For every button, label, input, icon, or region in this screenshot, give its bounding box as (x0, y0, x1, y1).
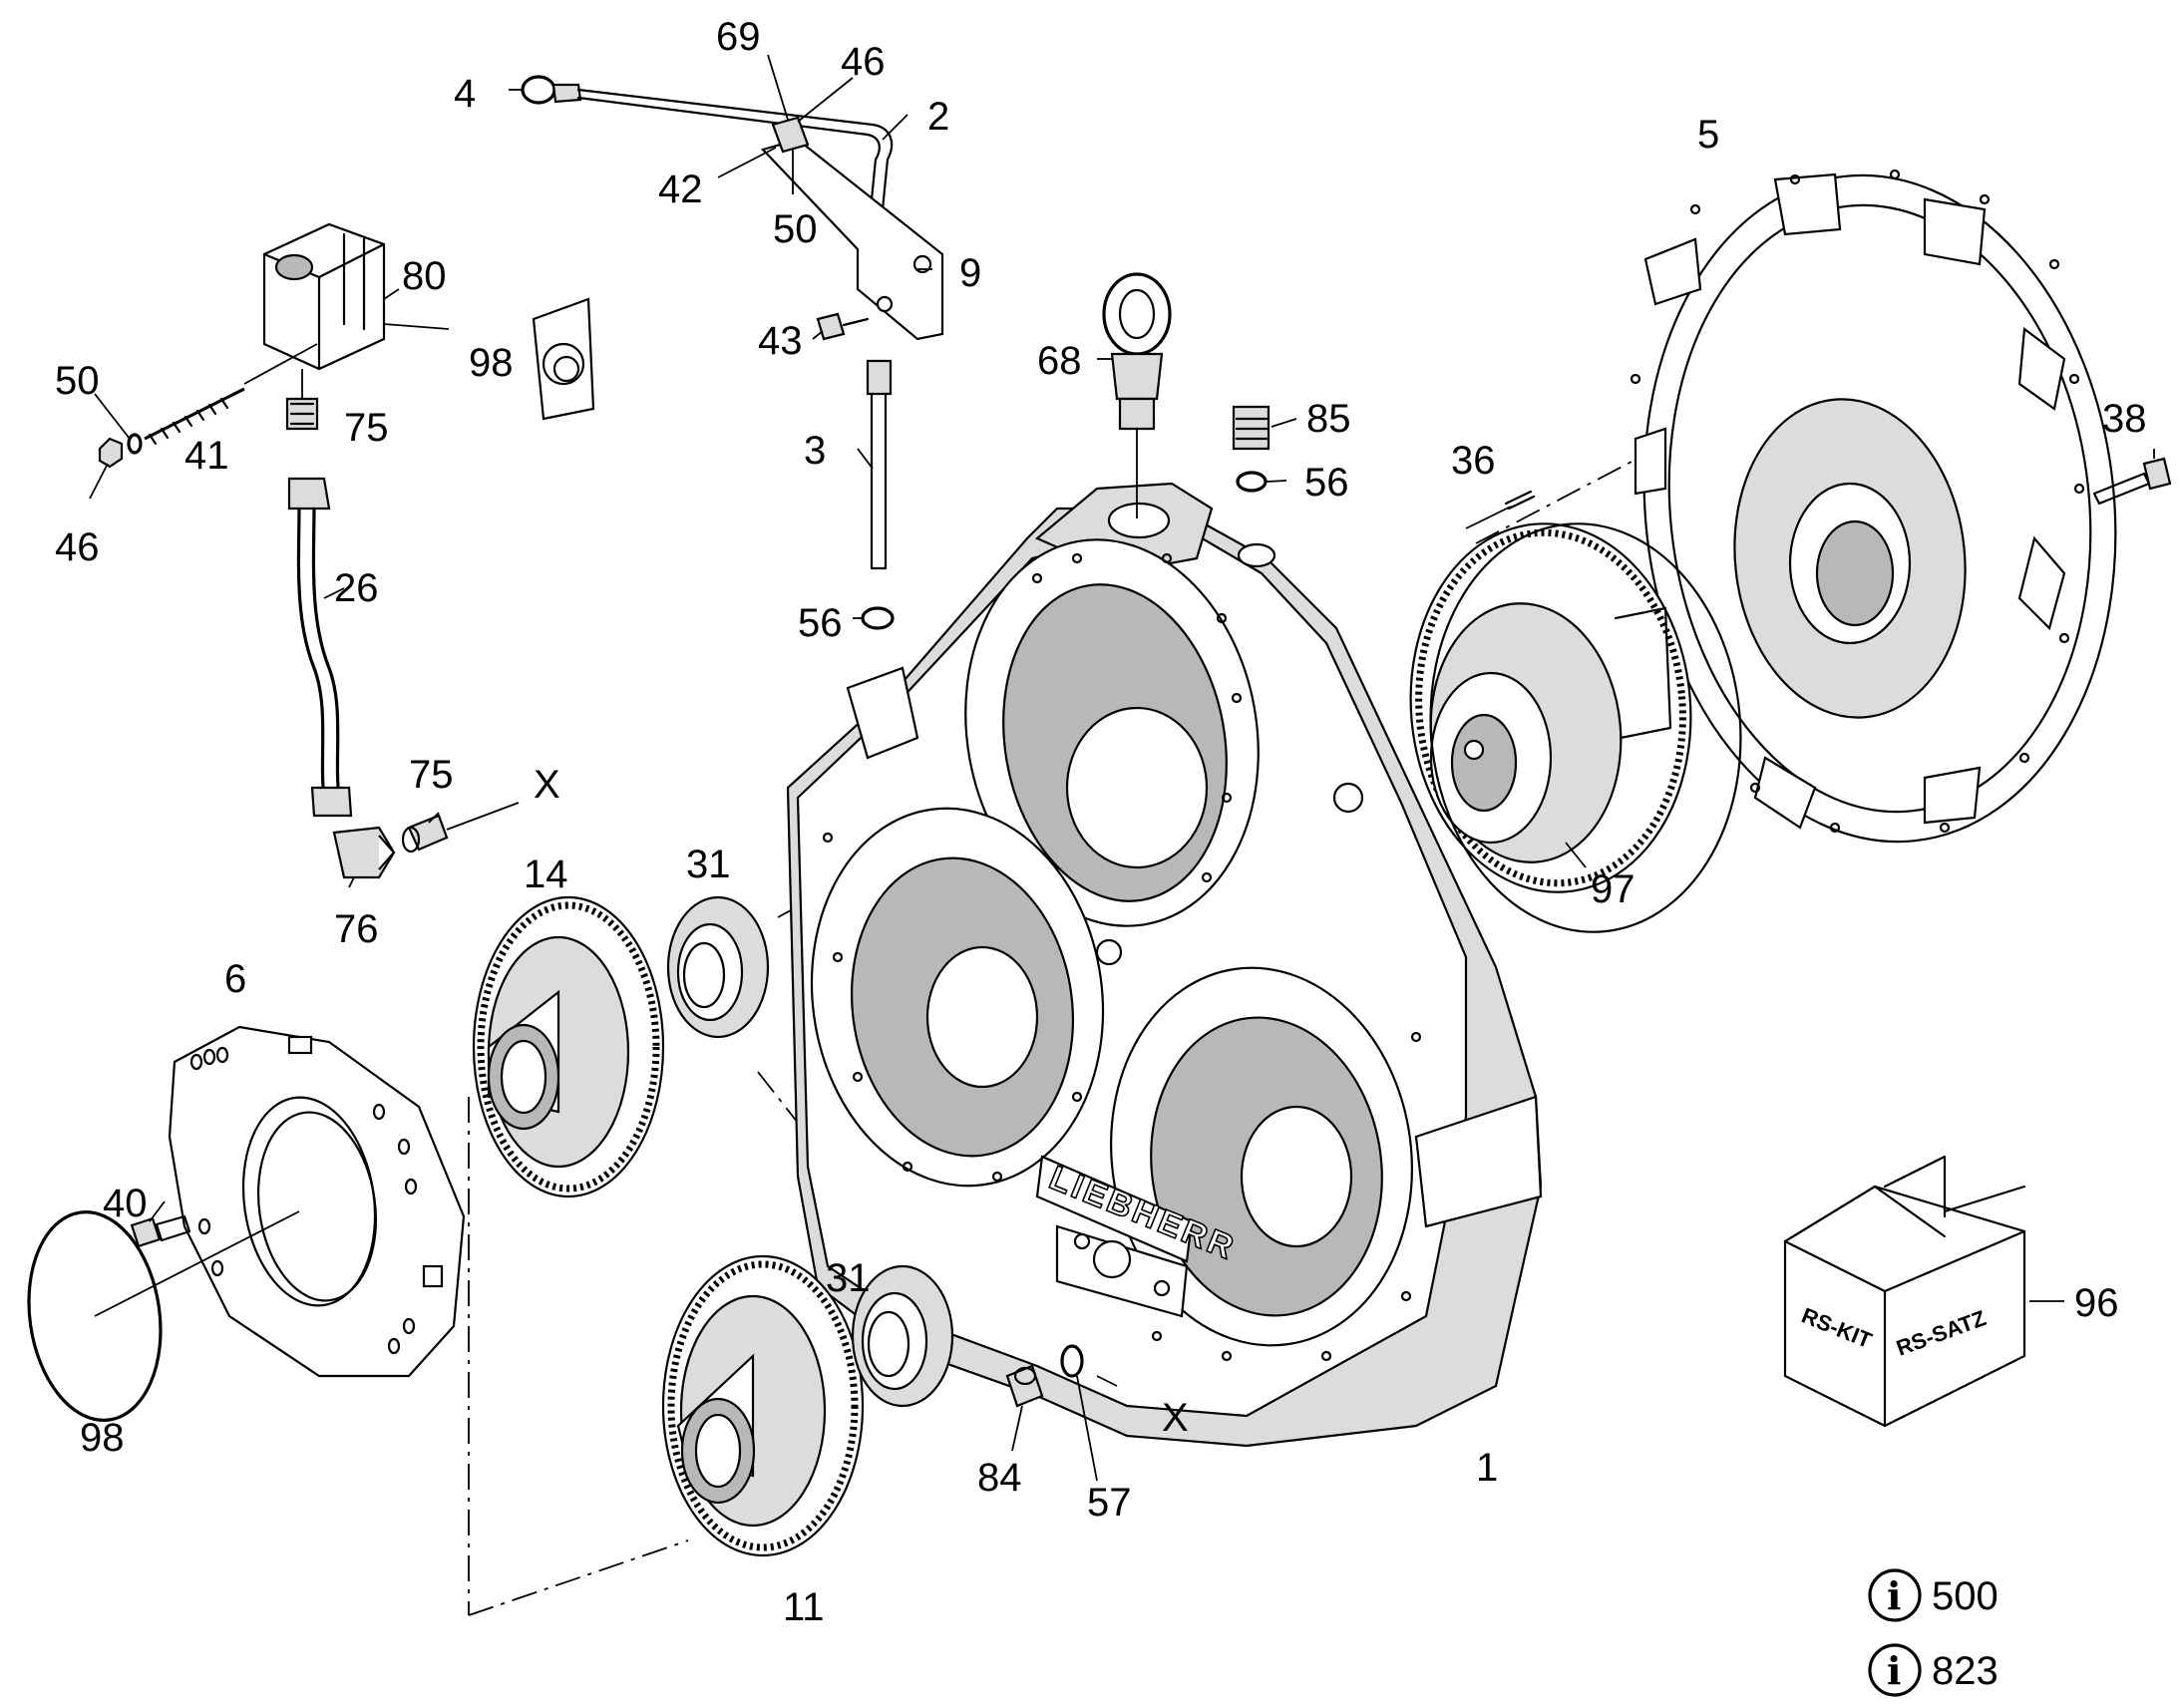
upper-cone-gear (472, 895, 665, 1198)
clamp-69 (771, 116, 810, 154)
info-reference-value: 823 (1932, 1649, 1998, 1693)
pipe-26 (287, 477, 353, 818)
bolt-38 (2092, 457, 2172, 506)
elbow-76 (332, 826, 396, 879)
callout-85: 85 (1306, 397, 1351, 441)
o-ring-56-right (1236, 471, 1268, 493)
callout-75-lower: 75 (409, 753, 454, 797)
flange-plate (168, 1025, 466, 1378)
info-reference-value: 500 (1932, 1574, 1998, 1618)
callout-96: 96 (2074, 1281, 2119, 1325)
callout-69: 69 (716, 15, 761, 59)
eye-bolt-68 (1102, 272, 1172, 518)
callout-98-upper: 98 (469, 341, 514, 385)
callout-41: 41 (184, 434, 229, 478)
callout-x-upper: X (534, 763, 560, 807)
callout-57: 57 (1087, 1481, 1132, 1525)
upper-bearing (666, 895, 770, 1039)
callout-43: 43 (758, 319, 803, 363)
callout-26: 26 (334, 566, 379, 610)
callout-56-right: 56 (1304, 461, 1349, 505)
callout-50-top: 50 (773, 207, 818, 251)
seal-kit-bag (532, 297, 595, 421)
callout-9: 9 (959, 251, 981, 295)
info-icon (1868, 1643, 1922, 1697)
callout-80: 80 (402, 254, 447, 298)
callout-numbers: 1 2 3 4 5 6 9 11 14 26 31 31 36 38 40 41… (55, 15, 2147, 1629)
callout-46-left: 46 (55, 525, 100, 569)
callout-3: 3 (804, 429, 826, 473)
callout-76: 76 (334, 907, 379, 951)
set-screw-36 (1504, 490, 1536, 511)
valve-block (262, 222, 386, 371)
callout-50-left: 50 (55, 359, 100, 403)
callout-42: 42 (658, 168, 703, 211)
union-75-lower (401, 814, 449, 854)
callout-14: 14 (524, 853, 568, 896)
callout-31-lower: 31 (826, 1256, 871, 1300)
callout-36: 36 (1451, 439, 1496, 483)
plug-85 (1232, 405, 1271, 451)
bolt-43 (816, 312, 870, 341)
callout-98-lower: 98 (80, 1416, 125, 1460)
info-icon (1868, 1568, 1922, 1622)
info-reference-1: i 500 (1868, 1568, 1998, 1622)
stud-41 (144, 387, 245, 446)
circlip-57 (1060, 1344, 1084, 1378)
callout-6: 6 (224, 957, 246, 1001)
drive-gear-assembly (1409, 522, 1742, 933)
callout-68: 68 (1037, 339, 1082, 383)
bolt-40 (130, 1214, 191, 1248)
callout-75-upper: 75 (344, 406, 389, 450)
lower-bearing (851, 1264, 954, 1408)
nut-46-left (98, 437, 124, 469)
gear-housing: LIEBHERR (786, 482, 1543, 1448)
bracket-9 (760, 138, 944, 341)
svg-text:i: i (1887, 1573, 1901, 1618)
o-ring-left (27, 1210, 300, 1422)
dipstick-3 (866, 359, 893, 570)
callout-97: 97 (1591, 867, 1635, 911)
callout-31-upper: 31 (686, 843, 731, 886)
info-reference-2: i 823 (1868, 1643, 1998, 1697)
callout-84: 84 (977, 1456, 1022, 1500)
callout-1: 1 (1476, 1446, 1498, 1490)
callout-11: 11 (783, 1585, 825, 1629)
callout-4: 4 (454, 72, 476, 116)
drain-plug-84 (1005, 1364, 1044, 1408)
callout-2: 2 (927, 95, 949, 139)
o-ring-56-left (861, 606, 895, 630)
dipstick-tube-2 (576, 88, 894, 261)
callout-38: 38 (2102, 397, 2147, 441)
callout-46-top: 46 (841, 40, 886, 84)
callout-x-lower: X (1162, 1396, 1189, 1440)
lower-cone-gear (661, 1254, 865, 1557)
cover-flange (1630, 169, 2117, 844)
washer-50-left (127, 433, 143, 455)
svg-text:i: i (1887, 1648, 1901, 1693)
dipstick-handle-4 (521, 75, 582, 105)
union-75-upper (285, 397, 319, 431)
callout-40: 40 (103, 1182, 148, 1225)
leader-lines (89, 54, 2155, 1482)
callout-56-left: 56 (798, 601, 843, 645)
repair-kit-box: RS-KIT RS-SATZ (1783, 1155, 2026, 1428)
callout-5: 5 (1697, 113, 1719, 157)
